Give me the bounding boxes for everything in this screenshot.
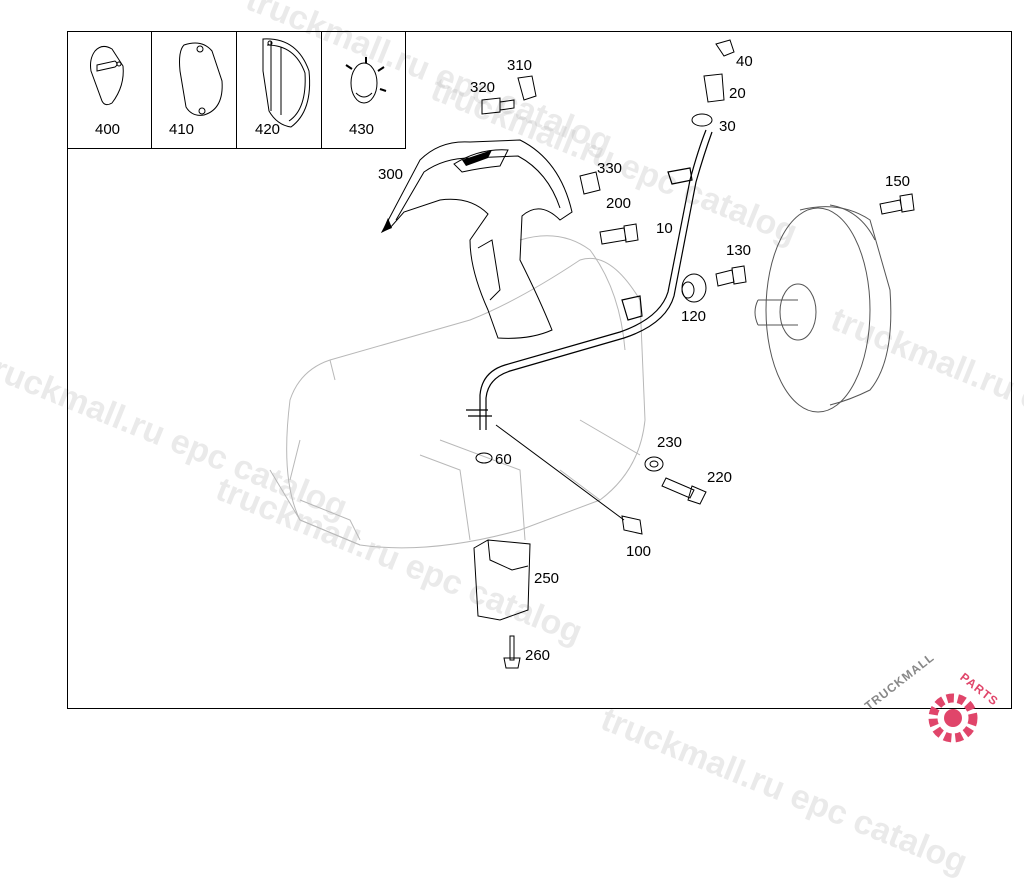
cover-300-dark-patches xyxy=(382,150,492,232)
callout-260[interactable]: 260 xyxy=(525,647,551,664)
leader-100 xyxy=(495,424,625,521)
callout-30[interactable]: 30 xyxy=(719,118,736,135)
callout-300[interactable]: 300 xyxy=(378,166,404,183)
callout-150[interactable]: 150 xyxy=(885,173,911,190)
cap-430-drawing xyxy=(345,57,387,104)
callout-250[interactable]: 250 xyxy=(534,570,560,587)
truckmall-logo: TRUCKMALL PARTS xyxy=(858,650,1018,746)
callout-120[interactable]: 120 xyxy=(681,308,707,325)
cover-400-drawing xyxy=(90,45,124,106)
callout-310[interactable]: 310 xyxy=(507,57,533,74)
inset-430[interactable]: 430 xyxy=(322,31,406,148)
callout-100[interactable]: 100 xyxy=(626,543,652,560)
exploded-view-drawing xyxy=(269,39,915,669)
bracket-250 xyxy=(473,539,531,621)
cover-420-drawing xyxy=(262,38,311,128)
callout-10[interactable]: 10 xyxy=(656,220,673,237)
callout-40[interactable]: 40 xyxy=(736,53,753,70)
callout-230[interactable]: 230 xyxy=(657,434,683,451)
callout-200[interactable]: 200 xyxy=(606,195,632,212)
dipstick-tube-10 xyxy=(466,129,713,430)
callout-320[interactable]: 320 xyxy=(470,79,496,96)
callout-130[interactable]: 130 xyxy=(726,242,752,259)
gasket-410-drawing xyxy=(179,42,223,116)
inset-label-430: 430 xyxy=(349,121,375,138)
gear-logo-icon xyxy=(928,693,978,743)
diagram-frame xyxy=(67,31,1012,709)
inset-400[interactable]: 400 xyxy=(67,31,152,148)
inset-410[interactable]: 410 xyxy=(152,31,237,148)
torque-converter xyxy=(754,204,892,413)
callout-220[interactable]: 220 xyxy=(707,469,733,486)
cover-300 xyxy=(380,139,573,339)
callout-330[interactable]: 330 xyxy=(597,160,623,177)
bolts xyxy=(475,39,915,669)
inset-label-420: 420 xyxy=(255,121,281,138)
inset-label-410: 410 xyxy=(169,121,195,138)
inset-label-400: 400 xyxy=(95,121,121,138)
inset-420[interactable]: 420 xyxy=(237,31,322,148)
callout-20[interactable]: 20 xyxy=(729,85,746,102)
callout-60[interactable]: 60 xyxy=(495,451,512,468)
transmission-housing xyxy=(269,235,646,549)
inset-parts-row: 400 410 420 430 xyxy=(67,31,406,149)
